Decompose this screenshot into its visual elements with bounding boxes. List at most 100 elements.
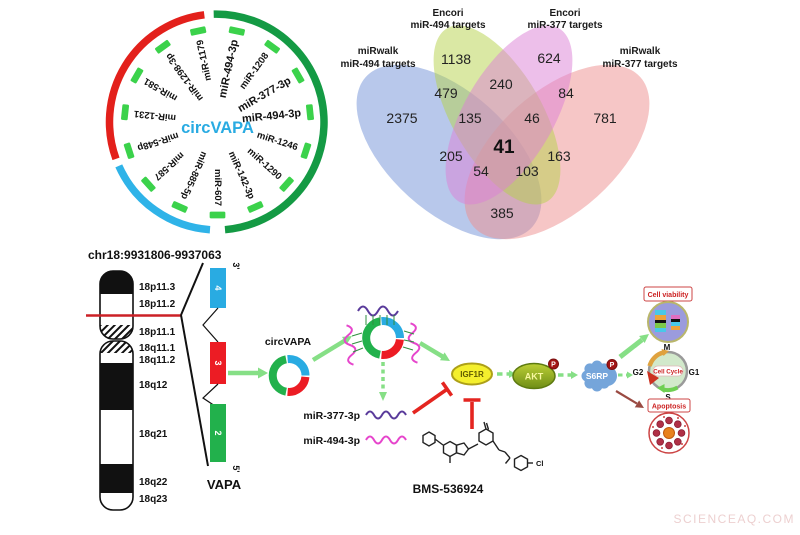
venn-region-counts: 2375 1138 624 781 479 240 84 135 46 41 2… [386,50,616,221]
circvapa-molecule [268,355,310,396]
mirna-label: miR-1290 [245,146,284,182]
mirna-tick [208,210,227,220]
mirna-tick [119,102,131,122]
mirna-tick [129,66,145,85]
venn-label-mirwalk-377: miRwalk [620,46,661,57]
ring-arc [105,11,205,161]
apoptotic-dots [652,416,686,449]
band-18q22 [100,464,133,493]
akt-node [512,362,556,390]
svg-text:18q11.1: 18q11.1 [139,343,176,354]
binding-hatch-marks [351,315,415,353]
svg-text:4: 4 [213,285,223,290]
mir494-squiggle-right [407,322,421,364]
svg-text:Apoptosis: Apoptosis [652,404,686,411]
ring-arc [287,376,310,396]
mirna-label: miR-587 [151,149,186,182]
intron-zigzag-1 [202,307,219,343]
circvapa-ring-center-label: circVAPA [181,119,254,137]
ring-arc [381,338,404,359]
chromosome-p-arm [100,271,133,339]
sponge-mirna-squiggles [343,305,421,366]
pathway-diagram: circVAPA miR-377-3p miR-494-3p IGF1R [228,286,700,496]
svg-text:miR-494 targets: miR-494 targets [340,59,415,70]
cell-cycle: Cell Cycle M G1 S G2 [633,343,700,402]
venn-count-BC: 240 [489,76,513,92]
watermark: SCIENCEAQ.COM [673,512,795,526]
svg-text:S6RP: S6RP [586,371,609,381]
igf1r-node [451,362,493,386]
svg-text:3: 3 [213,360,223,365]
apoptosis-badge [647,398,691,413]
exon-3 [210,342,226,384]
pathway-circvapa-label: circVAPA [265,336,312,348]
ring-arc [362,317,382,359]
venn-label-encori-377: Encori [549,8,580,19]
chromosome-band-labels: 18p11.3 18p11.2 18p11.1 18q11.1 18q11.2 … [139,282,176,505]
band-18p11-1 [100,325,133,339]
mir494-squiggle-left [343,324,357,366]
phase-s: S [665,393,671,402]
svg-text:Cell viability: Cell viability [648,292,689,299]
mirna-label: miR-1208 [238,51,272,92]
cell-viability: Cell viability [643,286,693,343]
mirna-tick [170,199,190,215]
svg-text:18p11.1: 18p11.1 [139,327,176,338]
mirna-tick [278,175,296,194]
band-18q12 [100,363,133,410]
svg-text:IGF1R: IGF1R [460,370,484,379]
ring-arc [213,10,328,234]
venn-count-CD: 84 [558,85,574,101]
cell-cycle-label: Cell Cycle [653,368,683,375]
mirna-label: miR-548p [136,130,180,154]
exon-2 [210,404,226,462]
vapa-gene-structure: 3' 4 3 2 5' VAPA [202,262,242,492]
svg-text:18p11.2: 18p11.2 [139,299,176,310]
venn-count-D: 781 [593,110,617,126]
ring-arc [381,317,404,339]
mir-494-3p-squiggle [365,435,407,445]
zoom-wedge-upper [180,262,204,316]
ring-arc [268,355,288,396]
svg-text:18q12: 18q12 [139,380,168,391]
mirna-label: miR-1246 [256,130,300,154]
svg-text:miR-377 targets: miR-377 targets [527,20,602,31]
svg-text:AKT: AKT [525,372,544,382]
arrow-s6rp-to-viability [618,337,644,359]
venn-count-A: 2375 [386,110,417,126]
arrow-s6rp-to-apoptosis [615,390,644,408]
svg-text:P: P [610,362,615,369]
svg-text:18p11.3: 18p11.3 [139,282,176,293]
mirna-label: miR-581 [141,75,179,103]
locus-label: chr18:9931806-9937063 [88,248,222,262]
mirna-tick [290,66,306,85]
venn-count-ABCD: 41 [493,137,515,158]
venn-ellipse-encori-377 [445,25,573,205]
venn-count-AB: 479 [434,85,458,101]
apoptosis: Apoptosis [647,398,691,454]
svg-text:18q23: 18q23 [139,494,168,505]
svg-text:18q11.2: 18q11.2 [139,355,176,366]
venn-count-ACD: 54 [473,163,489,179]
svg-text:miR-377 targets: miR-377 targets [602,59,677,70]
mirna-sponge-complex [362,317,404,359]
mir377-squiggle-top [357,305,399,317]
ring-arc [115,164,211,234]
s6rp-phospho-badge [606,359,618,370]
mirna-label: miR-1231 [133,108,177,123]
mirna-tick [299,141,313,161]
venn-set-labels: miRwalk miR-494 targets Encori miR-494 t… [340,8,677,70]
mirna-tick [153,38,172,55]
mirna-tick [139,175,157,194]
chromosome-18-ideogram: chr18:9931806-9937063 18p11.3 18p11.2 18… [86,248,222,511]
tbar-mirna-to-igf1r [411,388,448,415]
ring-arc [287,355,310,376]
mir-377-3p-label: miR-377-3p [303,410,360,422]
svg-text:18q21: 18q21 [139,429,168,440]
inhibition-bars [411,381,481,429]
vapa-gene-label: VAPA [207,477,242,492]
venn-count-AD: 385 [490,205,514,221]
venn-count-BD: 163 [547,148,571,164]
band-18p11-3 [100,271,133,294]
